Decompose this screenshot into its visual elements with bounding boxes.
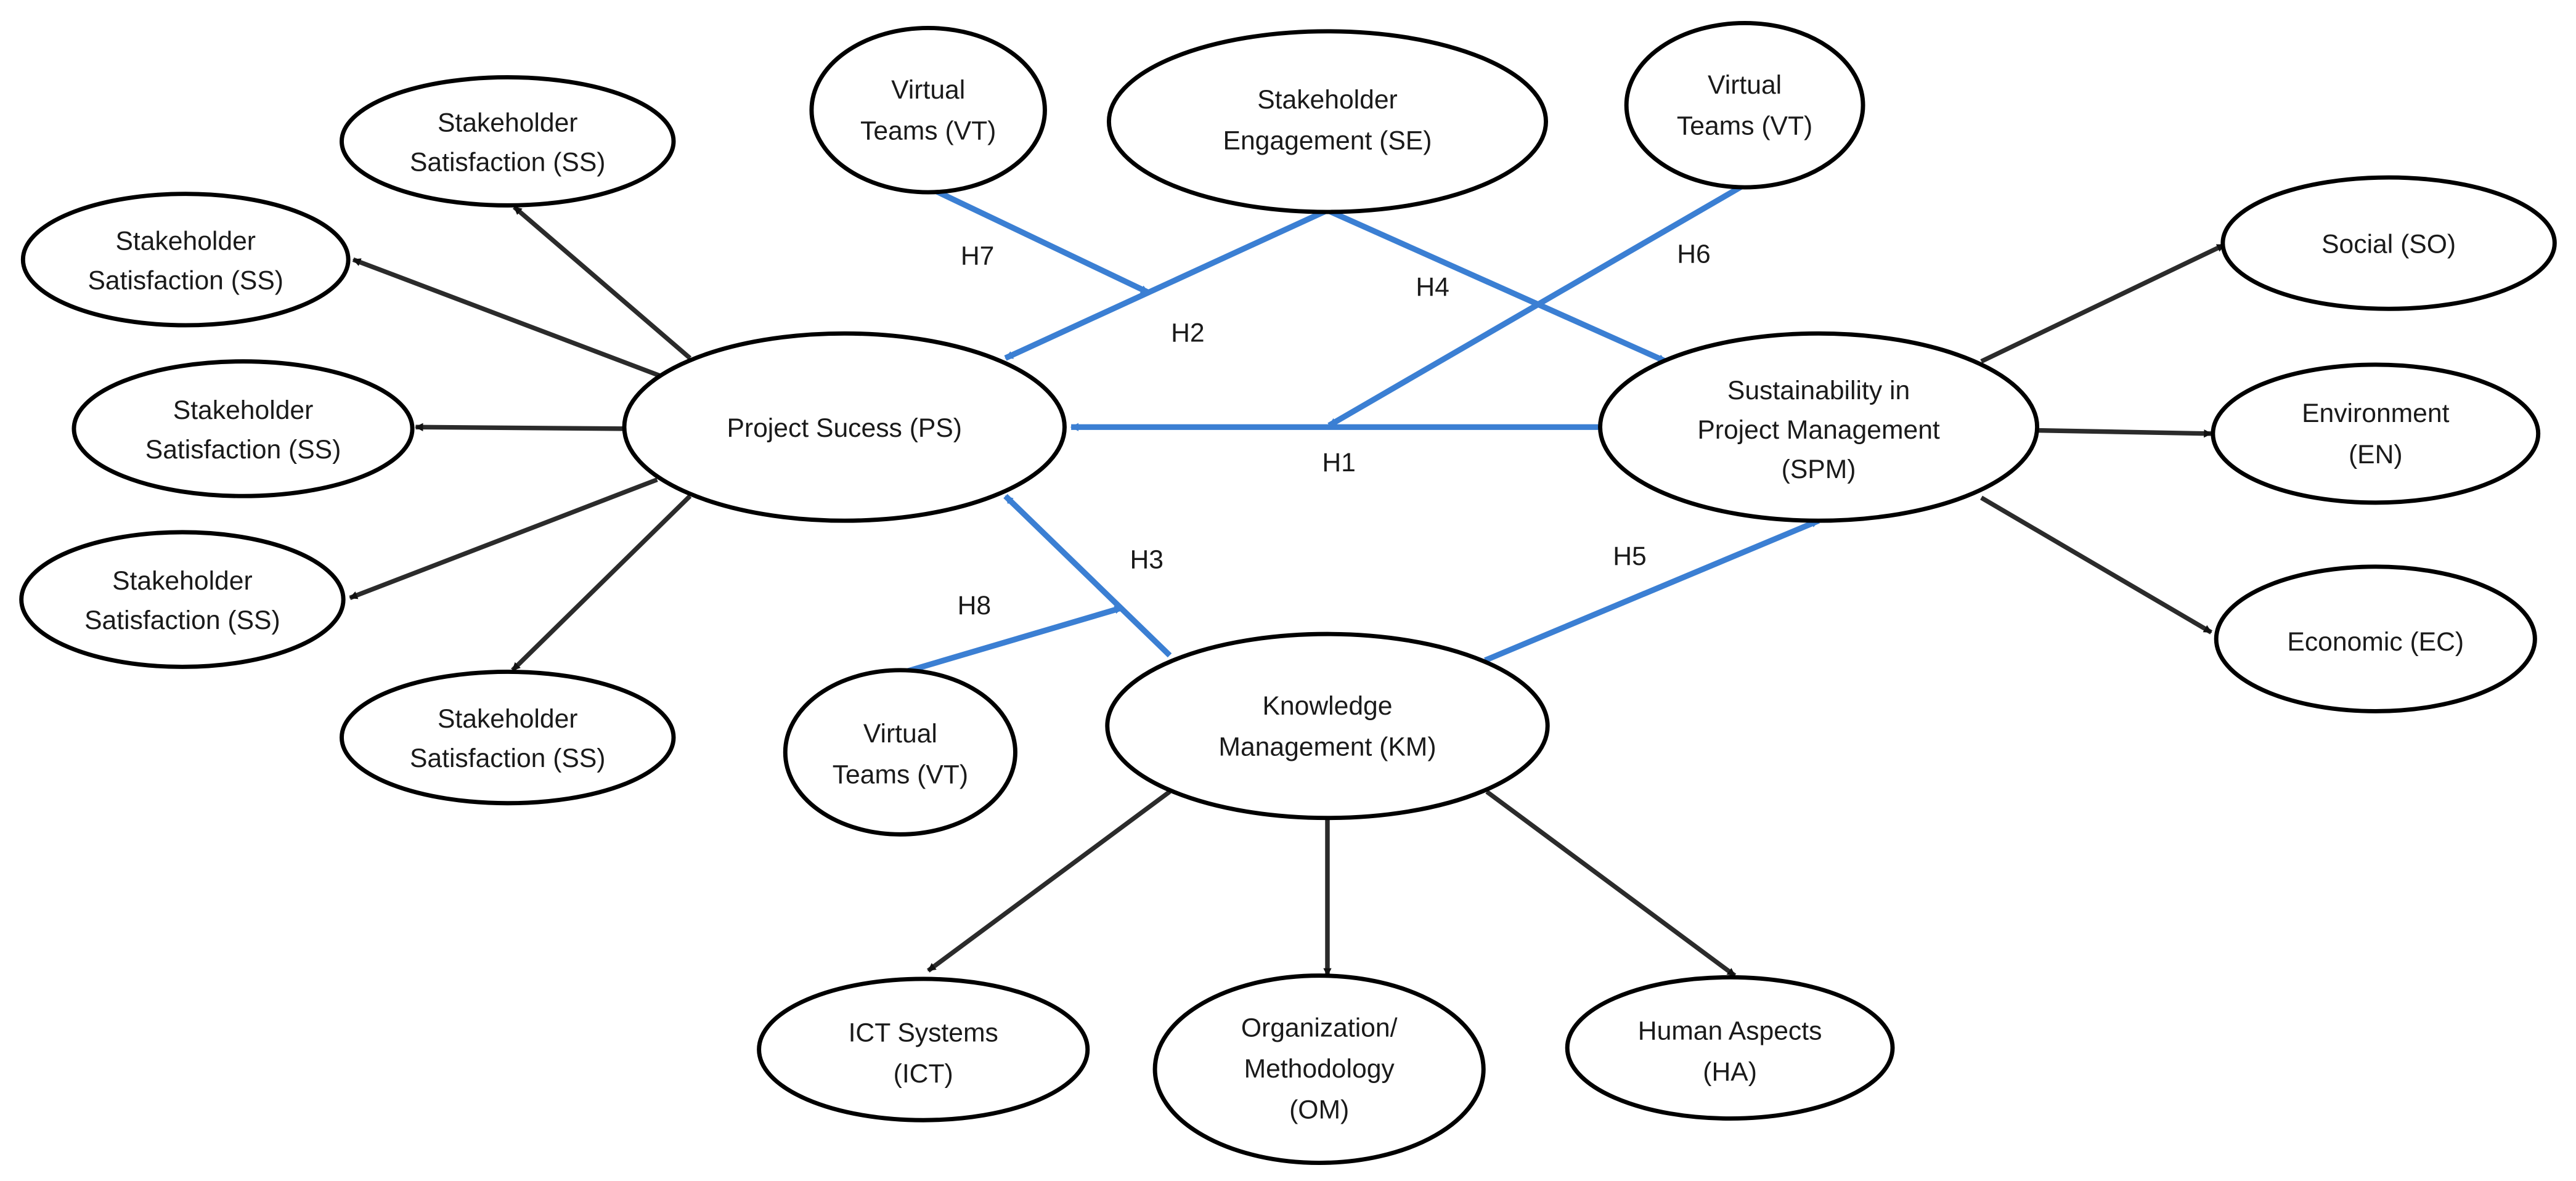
node-label-line: Knowledge (1262, 691, 1392, 721)
node-stakeholder-satisfaction-4: Stakeholder Satisfaction (SS) (19, 530, 346, 669)
node-label-line: (HA) (1703, 1057, 1757, 1087)
node-stakeholder-satisfaction-3: Stakeholder Satisfaction (SS) (71, 359, 415, 498)
label-h8: H8 (958, 591, 992, 620)
node-ict-systems: ICT Systems (ICT) (757, 976, 1090, 1122)
node-virtual-teams-top-right: Virtual Teams (VT) (1624, 20, 1865, 190)
node-label-line: Project Sucess (PS) (727, 413, 962, 443)
node-label-line: Satisfaction (SS) (410, 744, 606, 773)
node-label-line: Teams (VT) (833, 760, 968, 790)
node-label-line: Satisfaction (SS) (410, 147, 606, 177)
node-label-line: Environment (2302, 399, 2450, 428)
node-label-line: Engagement (SE) (1223, 126, 1432, 156)
node-label-line: Stakeholder (438, 704, 578, 734)
arrow-ps-to-ss-3 (415, 423, 625, 432)
node-label-line: Satisfaction (SS) (88, 266, 283, 295)
arrow-h6-vt-moderates (1327, 183, 1745, 428)
label-h5: H5 (1613, 542, 1647, 571)
node-label-line: (EN) (2349, 440, 2403, 469)
arrow-spm-to-ec (1980, 495, 2213, 635)
node-label-line: (SPM) (1782, 455, 1856, 484)
arrow-ps-to-ss-4 (349, 477, 658, 600)
label-h7: H7 (961, 241, 995, 270)
node-label-line: Economic (EC) (2287, 627, 2464, 657)
node-label-line: Stakeholder (115, 226, 256, 256)
label-h2: H2 (1171, 319, 1205, 348)
node-stakeholder-engagement: Stakeholder Engagement (SE) (1106, 29, 1548, 214)
node-organization-methodology: Organization/ Methodology (OM) (1152, 973, 1486, 1166)
arrow-h3-km-to-ps (1003, 493, 1172, 658)
node-label-line: Project Management (1697, 415, 1940, 445)
arrow-ps-to-ss-2 (352, 257, 666, 380)
arrow-h7-vt-moderates (933, 188, 1150, 295)
arrow-ps-to-ss-5 (511, 494, 692, 672)
node-virtual-teams-bottom: Virtual Teams (VT) (783, 668, 1017, 837)
label-h6: H6 (1677, 240, 1711, 269)
node-human-aspects: Human Aspects (HA) (1565, 975, 1895, 1121)
node-label-line: Sustainability in (1727, 376, 1910, 405)
arrow-ps-to-ss-1 (512, 205, 692, 360)
arrow-spm-to-en (2039, 428, 2212, 438)
measurement-arrows (349, 205, 2226, 978)
arrow-h2-se-to-ps (1004, 208, 1329, 361)
node-label-line: Methodology (1244, 1054, 1395, 1084)
label-h4: H4 (1416, 272, 1449, 302)
hypothesis-labels: H1 H2 H3 H4 H5 H6 H7 H8 (958, 240, 1711, 620)
node-label-line: Virtual (891, 75, 965, 105)
label-h3: H3 (1130, 545, 1164, 575)
node-label-line: ICT Systems (849, 1018, 998, 1047)
node-economic: Economic (EC) (2214, 564, 2537, 713)
node-project-success: Project Sucess (PS) (622, 331, 1067, 523)
node-label-line: Virtual (863, 719, 937, 749)
arrow-km-to-ict (926, 790, 1172, 973)
node-label-line: Teams (VT) (860, 116, 996, 146)
node-label-line: Satisfaction (SS) (84, 606, 280, 635)
node-stakeholder-satisfaction-2: Stakeholder Satisfaction (SS) (20, 192, 351, 328)
arrow-h8-vt-moderates (904, 605, 1123, 675)
node-label-line: Virtual (1708, 70, 1782, 100)
node-environment: Environment (EN) (2211, 362, 2541, 505)
node-knowledge-management: Knowledge Management (KM) (1105, 631, 1550, 821)
node-label-line: Human Aspects (1638, 1017, 1822, 1046)
nodes: Project Sucess (PS) Sustainability in Pr… (19, 20, 2557, 1166)
label-h1: H1 (1322, 448, 1356, 477)
node-label-line: Stakeholder (173, 396, 314, 425)
node-stakeholder-satisfaction-1: Stakeholder Satisfaction (SS) (340, 75, 676, 208)
node-label-line: Stakeholder (1257, 85, 1398, 115)
node-stakeholder-satisfaction-5: Stakeholder Satisfaction (SS) (340, 669, 676, 806)
node-label-line: Teams (VT) (1677, 112, 1812, 141)
arrow-km-to-ha (1485, 790, 1737, 978)
node-label-line: Organization/ (1241, 1013, 1398, 1042)
arrow-h4-se-to-spm (1326, 208, 1668, 364)
node-label-line: Stakeholder (112, 566, 253, 596)
node-label-line: Social (SO) (2321, 230, 2456, 259)
arrow-h5-km-to-spm (1484, 517, 1820, 664)
node-social: Social (SO) (2220, 175, 2557, 311)
node-sustainability-pm: Sustainability in Project Management (SP… (1598, 331, 2040, 523)
arrow-spm-to-so (1980, 242, 2226, 363)
node-label-line: Satisfaction (SS) (145, 435, 341, 465)
hypothesis-arrows (904, 183, 1820, 675)
node-label-line: Management (KM) (1218, 732, 1436, 761)
node-virtual-teams-top-left: Virtual Teams (VT) (809, 25, 1047, 195)
node-label-line: (OM) (1289, 1095, 1349, 1125)
node-label-line: (ICT) (894, 1059, 953, 1089)
node-label-line: Stakeholder (438, 108, 578, 137)
